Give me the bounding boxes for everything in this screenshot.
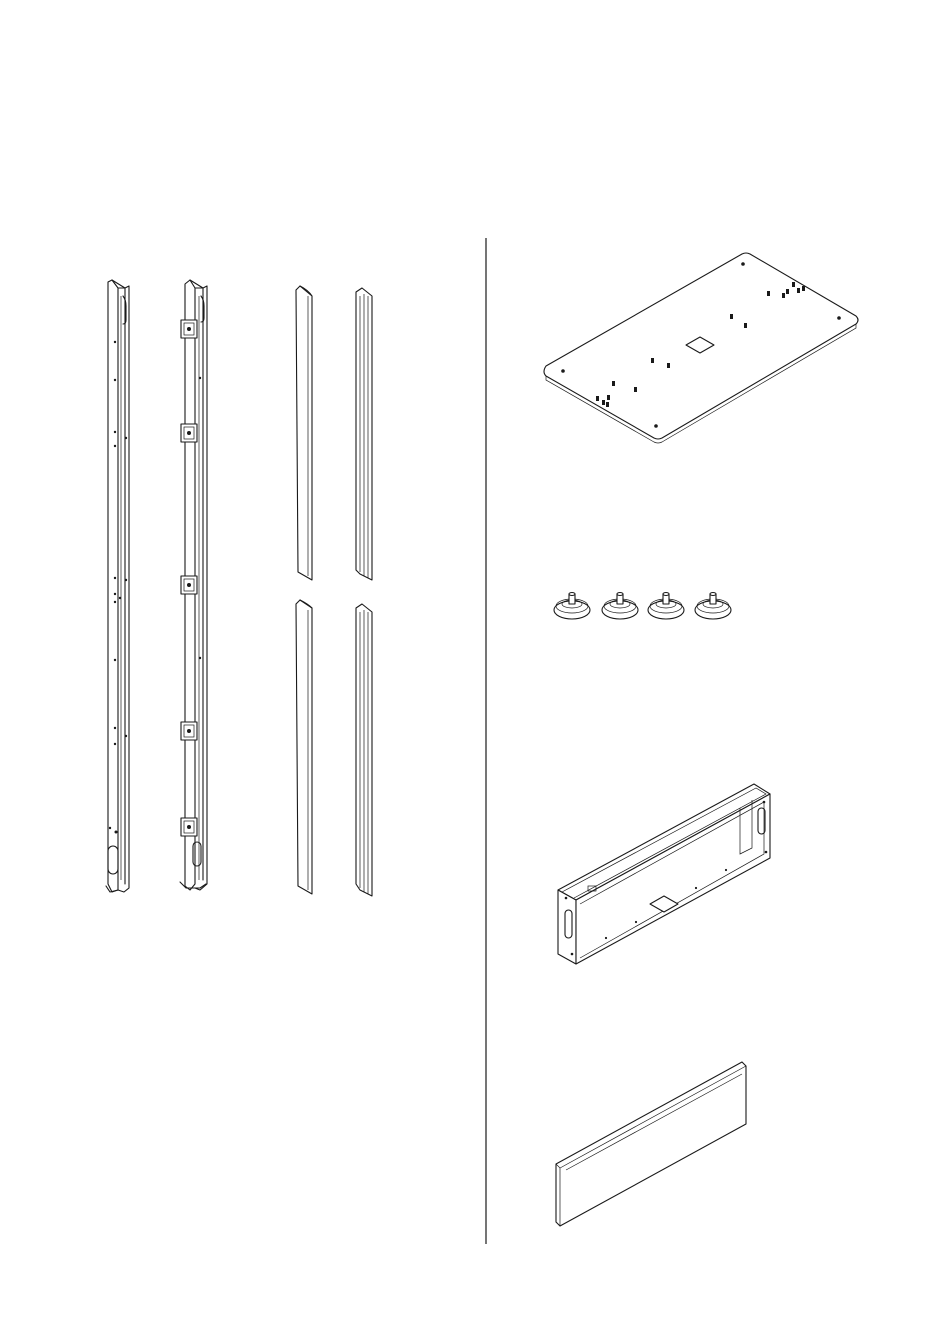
levelling-foot-icon xyxy=(648,593,684,620)
column-rail-bracketed-icon xyxy=(180,280,207,890)
levelling-foot-icon xyxy=(695,593,731,620)
cover-strip-lower-b-icon xyxy=(356,604,372,896)
front-panel-icon xyxy=(556,1062,746,1226)
base-plate-icon xyxy=(544,253,858,443)
levelling-foot-icon xyxy=(554,593,590,620)
base-frame-box-icon xyxy=(558,784,770,964)
cover-strip-upper-b-icon xyxy=(356,288,372,580)
levelling-foot-icon xyxy=(602,593,638,620)
cover-strip-lower-a-icon xyxy=(296,600,312,894)
column-rail-left-icon xyxy=(106,280,129,892)
cover-strip-upper-a-icon xyxy=(296,286,312,580)
levelling-feet-group xyxy=(554,593,731,620)
